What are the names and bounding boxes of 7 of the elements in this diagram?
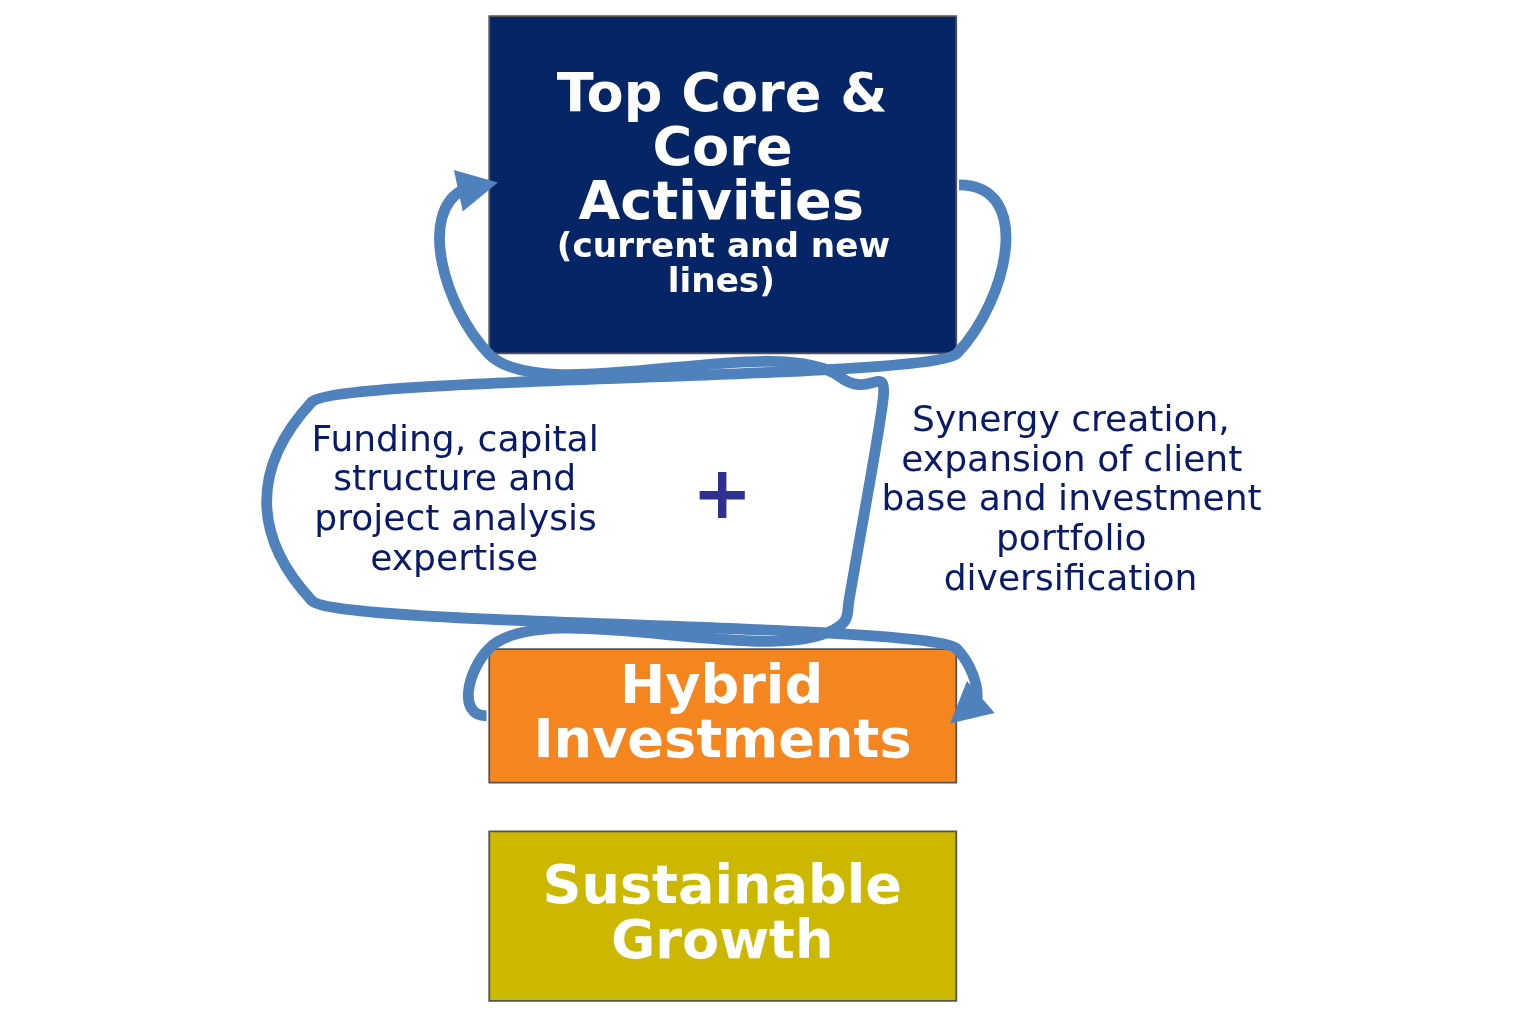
- edge-label: Funding, capital structure and project analysis expertise: [311, 417, 599, 579]
- label: +: [691, 450, 753, 535]
- arrow: [433, 169, 889, 721]
- node-box: Sustainable Growth: [487, 829, 957, 1002]
- edge-label: Synergy creation, expansion of client base and investment portfolio diversification: [880, 397, 1262, 599]
- node-box: Hybrid Investments: [487, 647, 957, 783]
- node-box: Top Core & Core Activities (current and new lines): [487, 14, 957, 354]
